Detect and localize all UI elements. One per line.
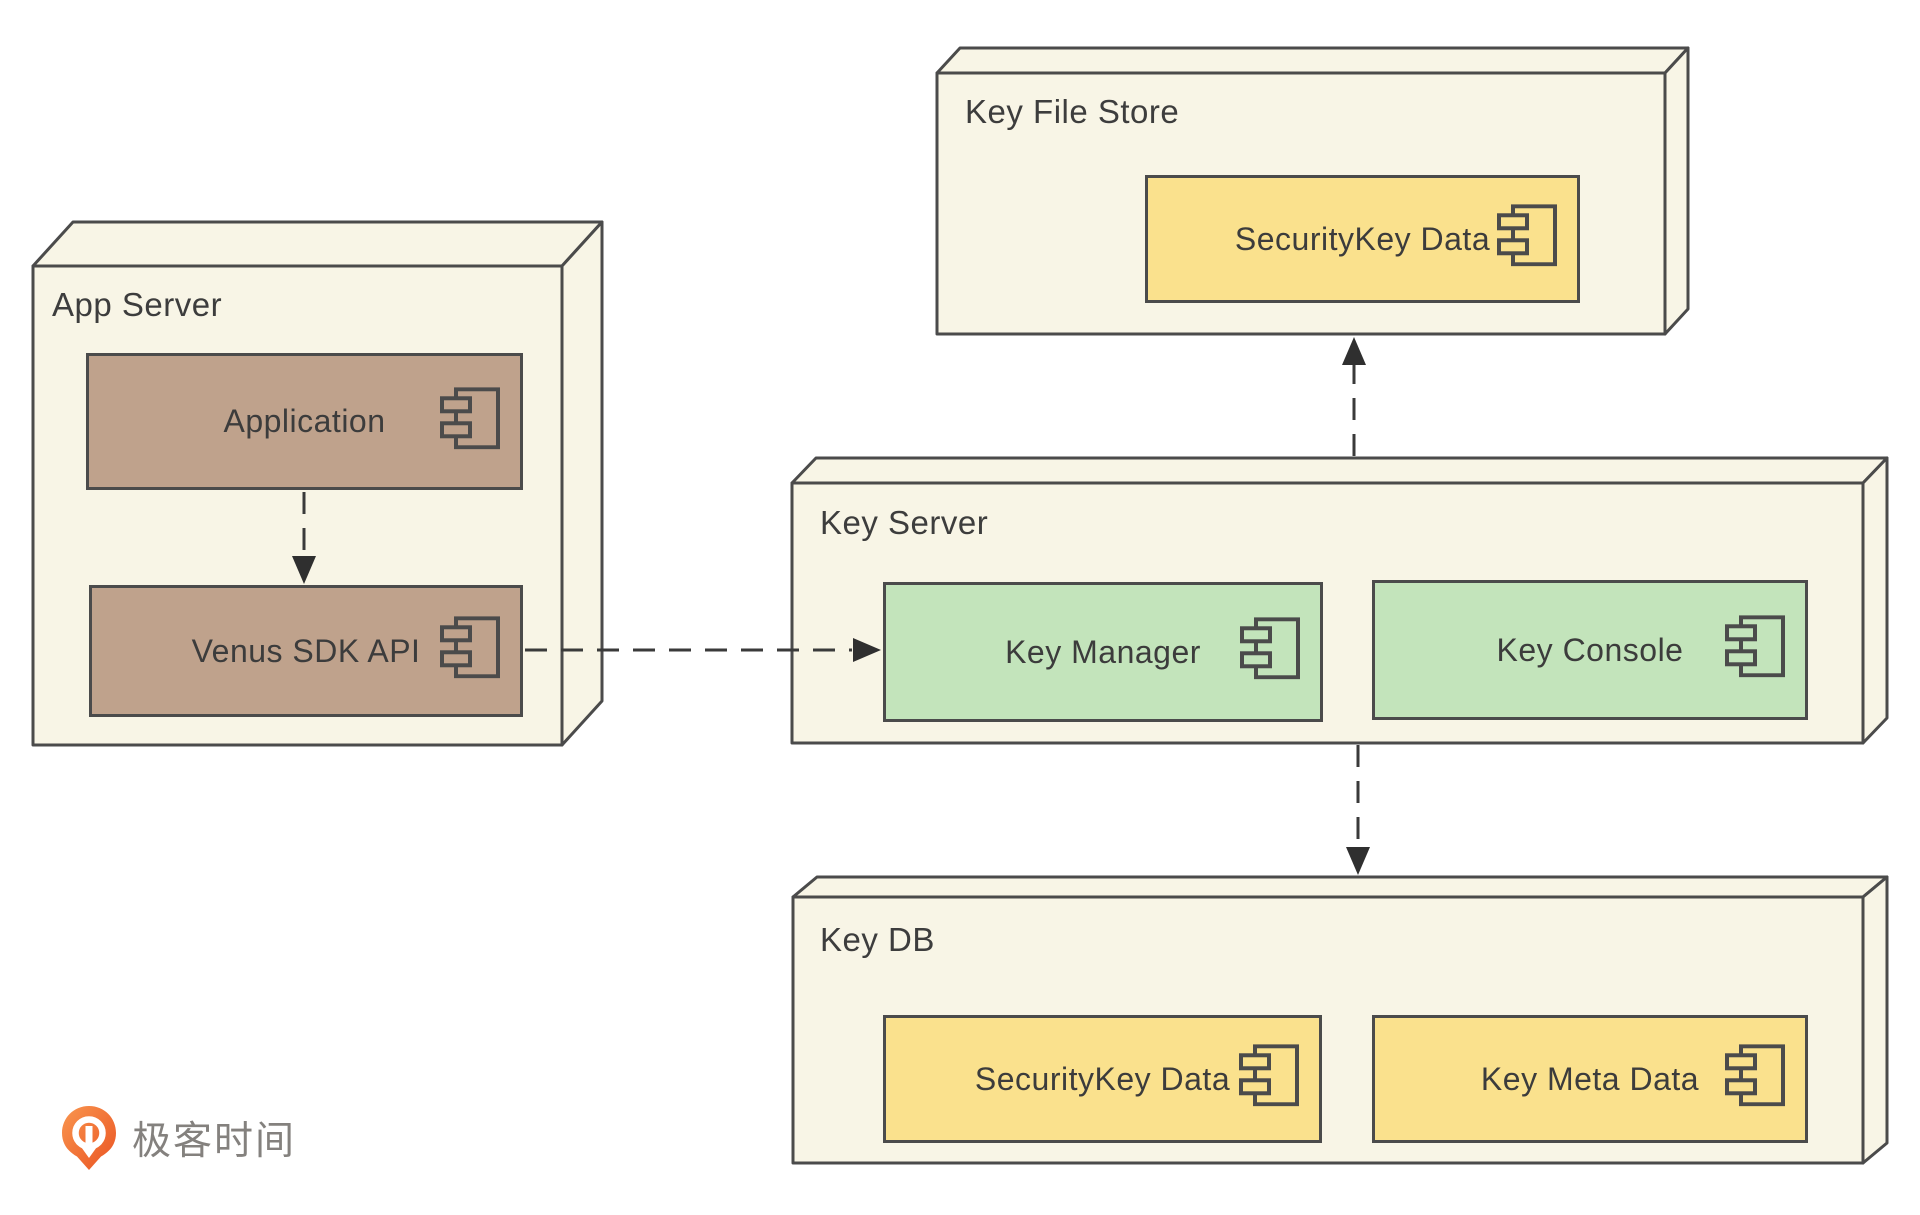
component-label: Key Console: [1496, 631, 1684, 668]
component-label: Venus SDK API: [191, 632, 421, 669]
brand-logo: 极客时间: [60, 1104, 296, 1172]
node-title-key-file-store: Key File Store: [965, 93, 1180, 130]
component-label: Application: [223, 403, 386, 439]
node-title-key-server: Key Server: [820, 504, 989, 541]
arrow-venus-sdk-api-to-key-manager: [525, 638, 881, 662]
brand-logo-text: 极客时间: [132, 1120, 297, 1163]
geektime-logo-icon: [62, 1106, 116, 1170]
component-key-meta-data: Key Meta Data: [1372, 1015, 1808, 1143]
component-venus-sdk-api: Venus SDK API: [89, 585, 523, 717]
uml-component-icon: [1725, 1044, 1785, 1107]
node-title-app-server: App Server: [52, 286, 223, 323]
component-label: Key Meta Data: [1480, 1060, 1700, 1097]
arrow-key-server-to-key-file-store: [1342, 337, 1366, 456]
uml-component-icon: [1239, 1044, 1299, 1107]
uml-component-icon: [1497, 204, 1557, 267]
component-label: SecurityKey Data: [974, 1060, 1231, 1097]
component-label: SecurityKey Data: [1234, 220, 1491, 257]
node-title-key-db: Key DB: [820, 921, 935, 958]
uml-component-icon: [440, 386, 500, 449]
uml-component-icon: [440, 616, 500, 679]
component-key-manager: Key Manager: [883, 582, 1323, 722]
component-key-console: Key Console: [1372, 580, 1808, 720]
arrow-key-server-to-key-db: [1346, 745, 1370, 875]
arrow-application-to-venus-sdk-api: [292, 492, 316, 584]
component-securitykey-data-file: SecurityKey Data: [1145, 175, 1580, 303]
uml-component-icon: [1240, 617, 1300, 680]
component-securitykey-data-db: SecurityKey Data: [883, 1015, 1322, 1143]
uml-component-icon: [1725, 615, 1785, 678]
component-label: Key Manager: [1005, 633, 1201, 670]
component-application: Application: [86, 353, 523, 490]
